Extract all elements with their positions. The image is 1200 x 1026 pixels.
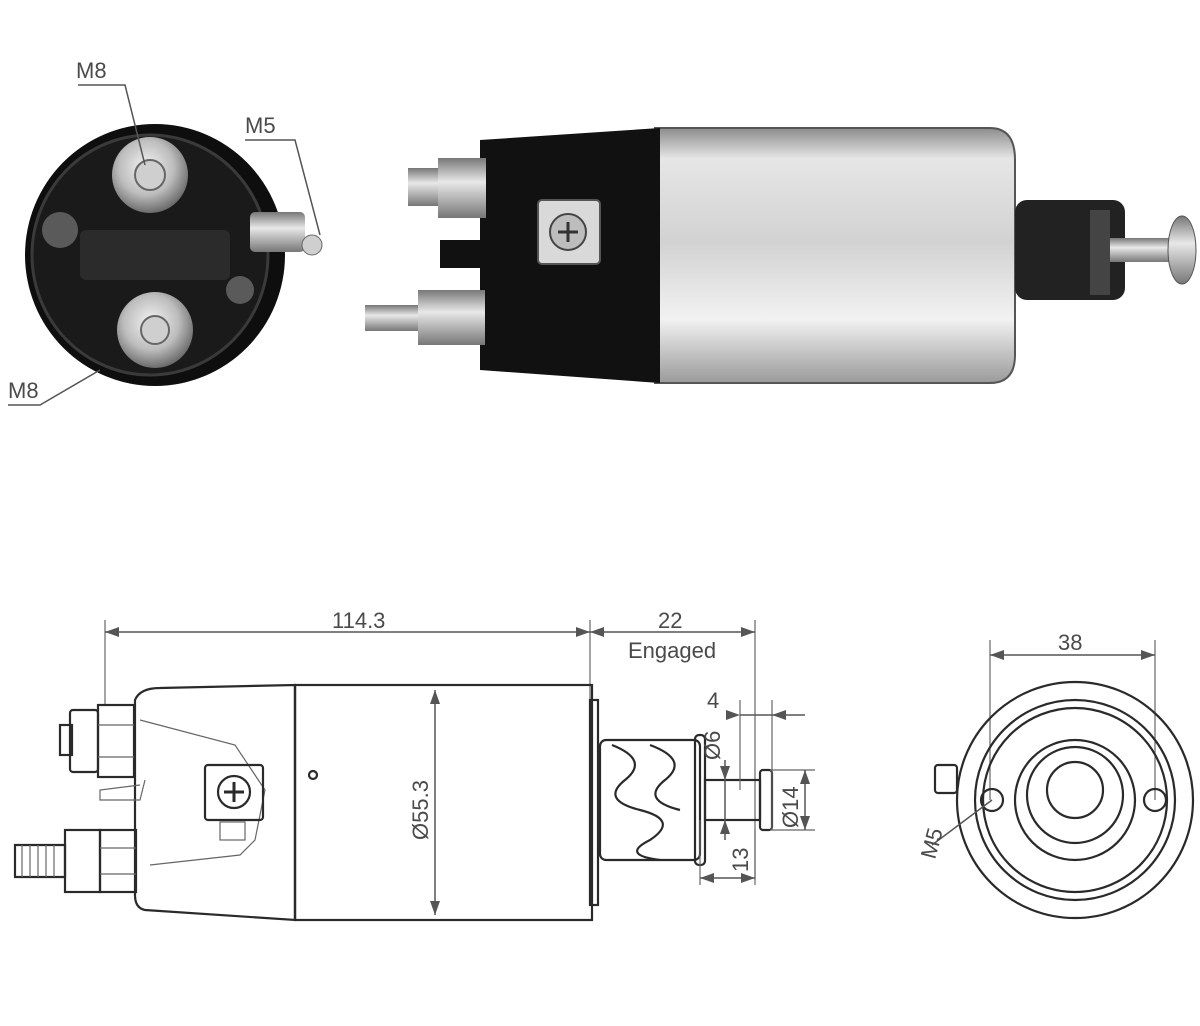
upper-terminal-stud-icon bbox=[408, 158, 486, 218]
stroke-dim: 22 bbox=[658, 608, 682, 633]
bottom-m8-label: M8 bbox=[8, 378, 39, 403]
mount-hole-right-icon bbox=[1142, 787, 1168, 813]
end-view-m5-stud-icon bbox=[933, 763, 959, 795]
top-m8-label: M8 bbox=[76, 58, 107, 83]
mount-spacing-dim: 38 bbox=[1058, 630, 1082, 655]
stroke-note: Engaged bbox=[628, 638, 716, 663]
plunger-spring-icon bbox=[1015, 200, 1197, 300]
plunger-step-dim: 4 bbox=[707, 688, 719, 713]
drawing-cap-screw-icon bbox=[203, 763, 265, 841]
body-diameter-dim: Ø55.3 bbox=[408, 780, 433, 840]
plunger-tip-dia-dim: Ø6 bbox=[700, 731, 725, 760]
mount-hole-left-icon bbox=[979, 787, 1005, 813]
side-profile-drawing: 114.3 22 Engaged Ø55.3 bbox=[13, 608, 815, 922]
drawing-lower-stud-icon bbox=[13, 828, 138, 894]
end-view-drawing: 38 M5 bbox=[916, 630, 1195, 920]
cap-screw-icon bbox=[537, 199, 601, 265]
plunger-length-dim: 13 bbox=[728, 848, 753, 872]
mount-screw-label: M5 bbox=[916, 825, 948, 861]
bottom-m8-terminal-icon bbox=[117, 292, 193, 368]
end-view-photo: M8 M5 M8 bbox=[8, 58, 323, 406]
plunger-dia-dim: Ø14 bbox=[778, 786, 803, 828]
side-m5-label: M5 bbox=[245, 113, 276, 138]
drawing-plunger-icon bbox=[598, 733, 774, 867]
drawing-upper-nut-icon bbox=[58, 703, 136, 779]
side-view-photo bbox=[365, 127, 1197, 384]
lower-terminal-stud-icon bbox=[365, 290, 485, 345]
overall-length-dim: 114.3 bbox=[332, 608, 385, 633]
side-m5-terminal-icon bbox=[250, 212, 323, 256]
top-m8-terminal-icon bbox=[112, 137, 188, 213]
